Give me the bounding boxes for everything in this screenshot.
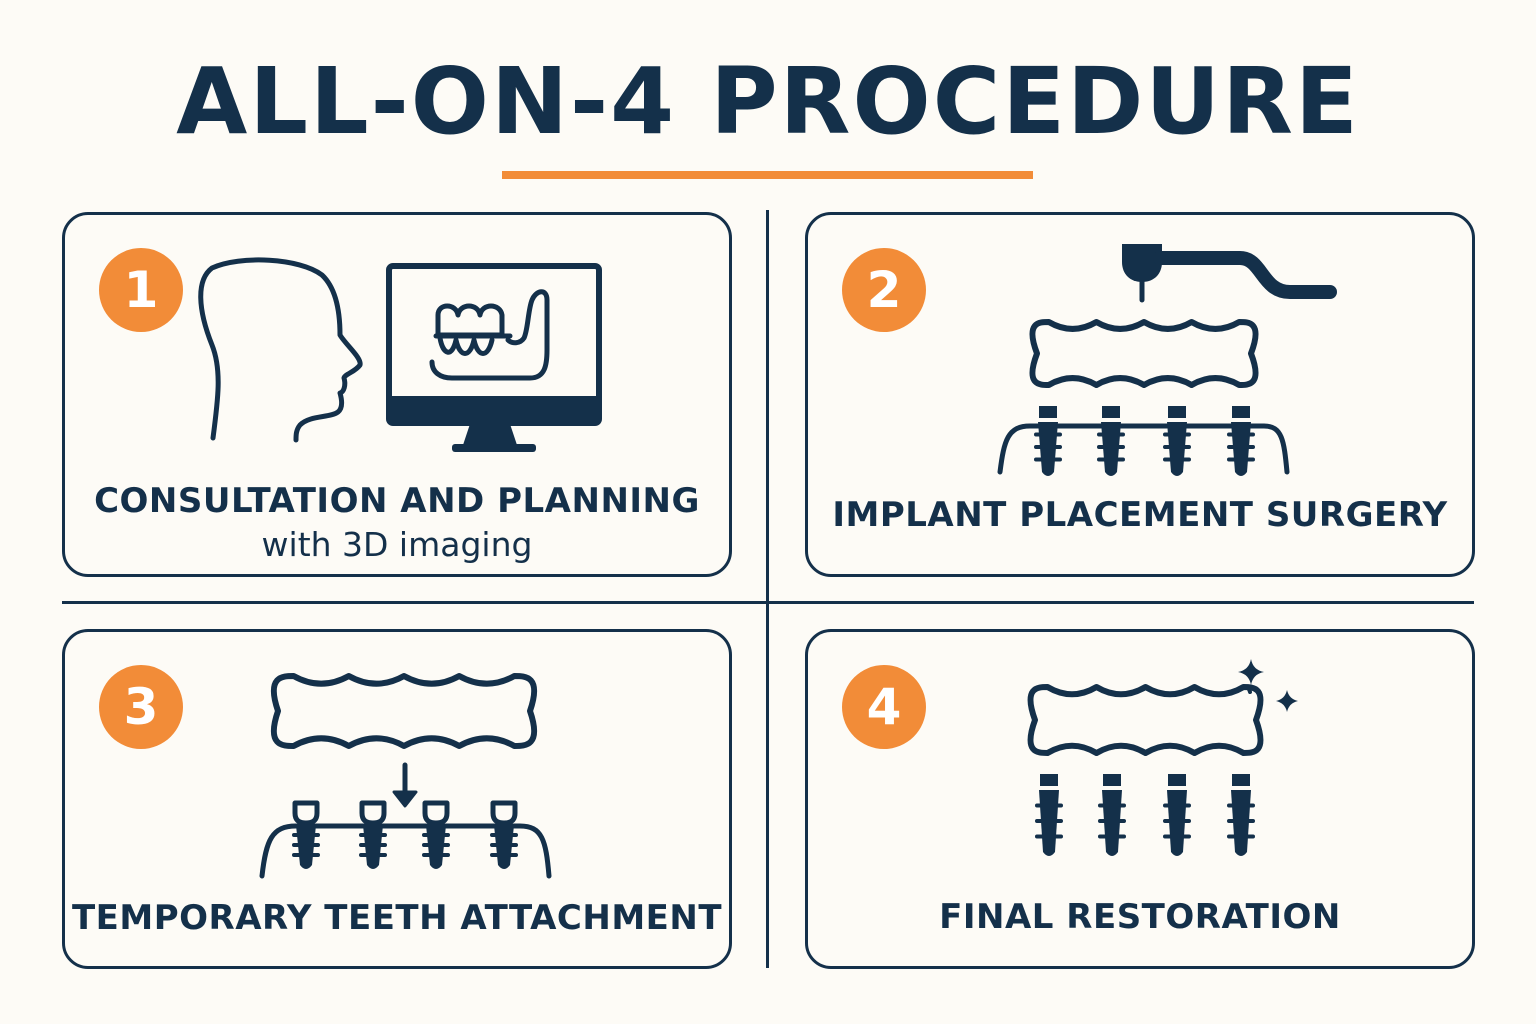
step-card-1: 1 CONSULTATION AND PLANNING with 3D imag… (62, 212, 732, 577)
step-sublabel: with 3D imaging (261, 525, 533, 564)
page-title: ALL-ON-4 PROCEDURE (176, 48, 1360, 155)
step-label: TEMPORARY TEETH ATTACHMENT (71, 898, 723, 938)
step-number-badge: 3 (99, 665, 183, 749)
step-label: IMPLANT PLACEMENT SURGERY (832, 495, 1448, 535)
vertical-divider (766, 210, 769, 968)
step-label: FINAL RESTORATION (939, 897, 1341, 937)
step-card-4: 4 FINAL RESTORATION (805, 629, 1475, 969)
step-number-badge: 1 (99, 248, 183, 332)
step-number-badge: 2 (842, 248, 926, 332)
step-label: CONSULTATION AND PLANNING (94, 481, 700, 521)
horizontal-divider (62, 601, 1474, 604)
step-card-3: 3 TEMPORARY TEETH ATTACHMENT (62, 629, 732, 969)
title-underline (502, 171, 1033, 179)
step-number-badge: 4 (842, 665, 926, 749)
step-card-2: 2 IMPLANT PLACEMENT SURGERY (805, 212, 1475, 577)
